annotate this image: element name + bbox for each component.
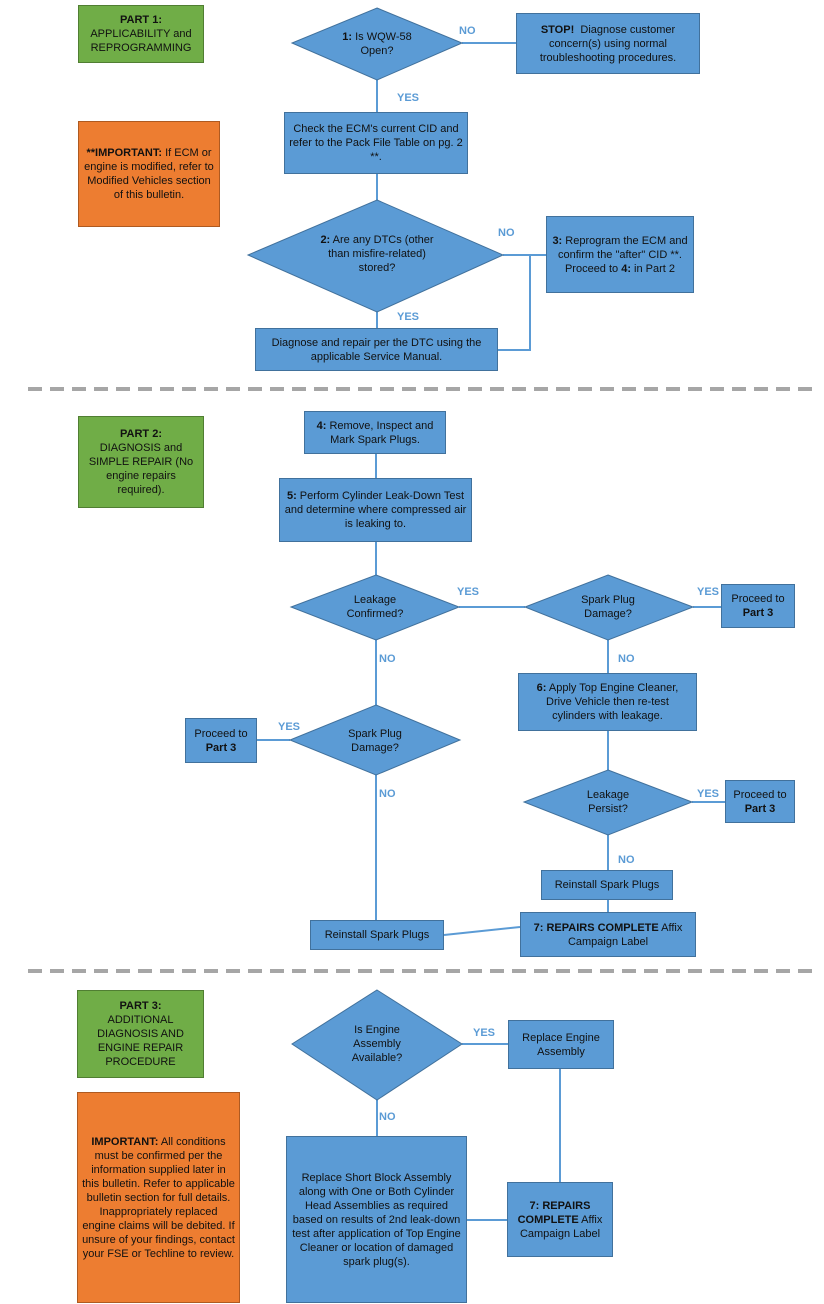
part3-header: PART 3: ADDITIONAL DIAGNOSIS AND ENGINE R… [77, 990, 204, 1078]
decision-spark-damage-left [288, 704, 462, 776]
no-label: NO [379, 788, 396, 800]
diagnose-text: Diagnose and repair per the DTC using th… [271, 336, 482, 363]
part2-subtitle: DIAGNOSIS and SIMPLE REPAIR (No engine r… [88, 442, 194, 496]
engine-available-text: Is Engine Assembly Available? [351, 1024, 403, 1064]
no-label: NO [379, 653, 396, 665]
step-number: 7: REPAIRS COMPLETE [533, 921, 659, 934]
stop-box: STOP! Diagnose customer concern(s) using… [516, 13, 700, 74]
part2-title: PART 2: [120, 428, 162, 440]
reinstall-text: Reinstall Spark Plugs [324, 929, 430, 941]
leakage-persist-text: Leakage Persist? [586, 789, 630, 815]
no-label: NO [498, 227, 515, 239]
part3-subtitle: ADDITIONAL DIAGNOSIS AND ENGINE REPAIR P… [97, 1014, 184, 1068]
step7-complete-box: 7: REPAIRS COMPLETE Affix Campaign Label [520, 912, 696, 957]
check-ecm-text: Check the ECM's current CID and refer to… [289, 123, 463, 163]
step6-box: 6: Apply Top Engine Cleaner, Drive Vehic… [518, 673, 697, 731]
step-number: 6: [536, 682, 547, 694]
yes-label: YES [473, 1027, 496, 1039]
no-label: NO [618, 653, 635, 665]
decision-leakage-confirmed [289, 574, 461, 641]
step-number: 5: [286, 490, 297, 502]
decision-engine-available [291, 989, 463, 1101]
decision-leakage-persist [522, 769, 694, 836]
proceed-part3-box: Proceed to Part 3 [185, 718, 257, 763]
step-number: 1: [342, 31, 353, 43]
no-label: NO [379, 1111, 396, 1123]
part2-header: PART 2: DIAGNOSIS and SIMPLE REPAIR (No e… [78, 416, 204, 508]
proceed-part3-box: Proceed to Part 3 [725, 780, 795, 823]
leakage-confirmed-text: Leakage Confirmed? [346, 594, 404, 620]
proceed-ref: Part 3 [744, 802, 776, 815]
decision-1-text: 1: Is WQW-58 Open? [327, 28, 427, 60]
part1-title: PART 1: [120, 14, 162, 26]
decision-label: Is WQW-58 Open? [355, 31, 412, 57]
stop-text: Diagnose customer concern(s) using norma… [539, 23, 677, 64]
yes-label: YES [397, 92, 420, 104]
step-number: 4: [316, 419, 327, 432]
no-label: NO [459, 25, 476, 37]
decision-spark-damage-right [523, 574, 695, 641]
yes-label: YES [697, 586, 720, 598]
reinstall-text: Reinstall Spark Plugs [554, 879, 660, 891]
spark-damage-right-text: Spark Plug Damage? [581, 594, 635, 620]
step5-box: 5: Perform Cylinder Leak-Down Test and d… [279, 478, 472, 542]
yes-label: YES [278, 721, 301, 733]
part3-title: PART 3: [119, 1000, 162, 1012]
step-number: 2: [320, 234, 331, 246]
decision-wqw-open [290, 7, 464, 81]
step-ref: 4: [621, 262, 631, 275]
proceed-ref: Part 3 [742, 607, 774, 619]
step4-text: Remove, Inspect and Mark Spark Plugs. [329, 419, 434, 446]
step-number: 3: [552, 234, 563, 247]
yes-label: YES [457, 586, 480, 598]
important-title: IMPORTANT: [91, 1135, 159, 1148]
decision-2-text: 2: Are any DTCs (other than misfire-rela… [312, 230, 442, 278]
decision-label: Are any DTCs (other than misfire-related… [328, 234, 434, 274]
step5-text: Perform Cylinder Leak-Down Test and dete… [284, 490, 467, 530]
step3-text: Reprogram the ECM and confirm the "after… [558, 234, 688, 275]
step4-box: 4: Remove, Inspect and Mark Spark Plugs. [304, 411, 446, 454]
proceed-ref: Part 3 [205, 741, 237, 754]
proceed-part3-box: Proceed to Part 3 [721, 584, 795, 628]
step-number: 7: REPAIRS COMPLETE [517, 1199, 591, 1226]
proceed-text: Proceed to [731, 593, 785, 605]
proceed-text: Proceed to [733, 788, 787, 801]
replace-short-block-box: Replace Short Block Assembly along with … [286, 1136, 467, 1303]
replace-short-text: Replace Short Block Assembly along with … [292, 1171, 461, 1268]
replace-engine-text: Replace Engine Assembly [522, 1031, 600, 1058]
check-ecm-cid-box: Check the ECM's current CID and refer to… [284, 112, 468, 174]
decision-dtcs-stored [246, 199, 505, 313]
stop-title: STOP! [540, 23, 575, 36]
yes-label: YES [697, 788, 720, 800]
replace-engine-box: Replace Engine Assembly [508, 1020, 614, 1069]
step6-text: Apply Top Engine Cleaner, Drive Vehicle … [546, 682, 679, 722]
important-body: If ECM or engine is modified, refer to M… [84, 147, 214, 201]
spark-damage-left-text: Spark Plug Damage? [348, 728, 402, 754]
part1-subtitle: APPLICABILITY and REPROGRAMMING [90, 28, 192, 54]
step3-tail: in Part 2 [631, 262, 676, 275]
part1-important-note: **IMPORTANT: If ECM or engine is modifie… [78, 121, 220, 227]
step7-complete-box-part3: 7: REPAIRS COMPLETE Affix Campaign Label [507, 1182, 613, 1257]
step7-text: Affix Campaign Label [519, 1213, 603, 1240]
diagnose-dtc-box: Diagnose and repair per the DTC using th… [255, 328, 498, 371]
reinstall-plugs-left-box: Reinstall Spark Plugs [310, 920, 444, 950]
step7-text: Affix Campaign Label [567, 921, 683, 948]
important-title: **IMPORTANT: [86, 147, 163, 159]
reinstall-plugs-right-box: Reinstall Spark Plugs [541, 870, 673, 900]
yes-label: YES [397, 311, 420, 323]
no-label: NO [618, 854, 635, 866]
part1-header: PART 1: APPLICABILITY and REPROGRAMMING [78, 5, 204, 63]
proceed-text: Proceed to [194, 727, 248, 740]
step3-reprogram-box: 3: Reprogram the ECM and confirm the "af… [546, 216, 694, 293]
important-body: All conditions must be confirmed per the… [82, 1135, 235, 1260]
part3-important-note: IMPORTANT: All conditions must be confir… [77, 1092, 240, 1303]
